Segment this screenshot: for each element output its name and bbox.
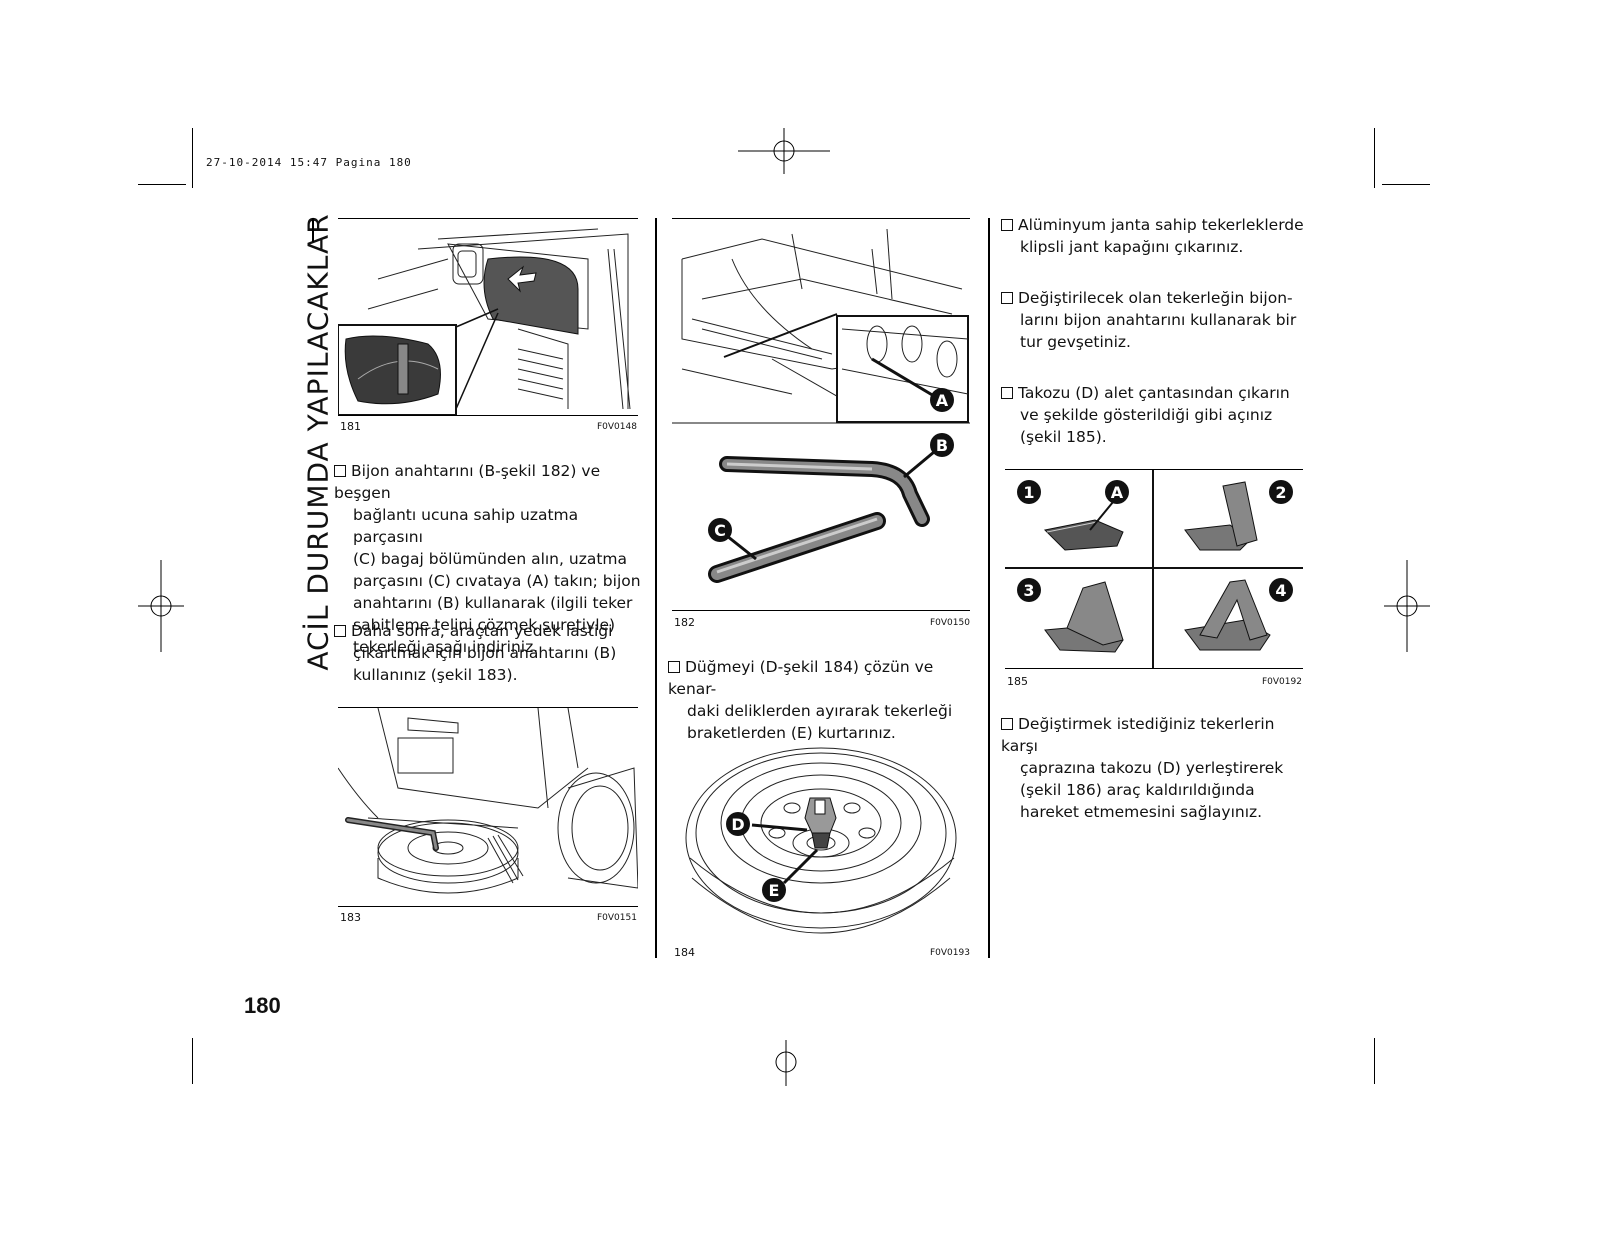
figure-code: F0V0150	[930, 618, 970, 628]
callout-label: 1	[1023, 483, 1034, 502]
figure-number: 185	[1007, 675, 1028, 688]
paragraph-line: tekerleği aşağı indiriniz.	[353, 638, 539, 656]
paragraph-line: (C) bagaj bölümünden alın, uzatma	[353, 550, 627, 568]
callout-label: 4	[1275, 581, 1286, 600]
figure-rule	[1005, 469, 1303, 470]
figure-number: 183	[340, 911, 361, 924]
figure-rule	[1005, 668, 1303, 669]
crop-mark	[1382, 184, 1430, 185]
callout-label: B	[936, 436, 948, 455]
bullet-icon	[1001, 387, 1013, 399]
paragraph-line: Alüminyum janta sahip tekerleklerde	[1018, 216, 1304, 234]
figure-185-illustration: 1 A 2 3 4	[1005, 470, 1303, 668]
instruction-paragraph: Takozu (D) alet çantasından çıkarın ve ş…	[1001, 382, 1311, 448]
figure-code: F0V0151	[597, 913, 637, 923]
figure-code: F0V0193	[930, 948, 970, 958]
instruction-paragraph: Bijon anahtarını (B-şekil 182) ve beşgen…	[334, 460, 649, 658]
paragraph-line: bağlantı ucuna sahip uzatma parçasını	[353, 506, 579, 546]
callout-label: 3	[1023, 581, 1034, 600]
figure-rule	[338, 707, 638, 708]
crop-mark	[192, 128, 193, 188]
paragraph-line: (şekil 185).	[1020, 428, 1107, 446]
paragraph-line: çaprazına takozu (D) yerleştirerek	[1020, 759, 1284, 777]
instruction-paragraph: Alüminyum janta sahip tekerleklerde klip…	[1001, 214, 1311, 258]
title-rule	[312, 218, 314, 242]
bullet-icon	[668, 661, 680, 673]
paragraph-line: çıkartmak için bijon anahtarını (B)	[353, 644, 617, 662]
bullet-icon	[1001, 718, 1013, 730]
figure-rule	[338, 906, 638, 907]
print-stamp: 27-10-2014 15:47 Pagina 180	[206, 156, 412, 169]
callout-label: 2	[1275, 483, 1286, 502]
registration-mark-bottom	[775, 1040, 797, 1086]
figure-rule	[338, 415, 638, 416]
paragraph-line: (şekil 186) araç kaldırıldığında	[1020, 781, 1255, 799]
callout-label: E	[769, 881, 780, 900]
instruction-paragraph: Değiştirmek istediğiniz tekerlerin karşı…	[1001, 713, 1311, 823]
paragraph-line: tur gevşetiniz.	[1020, 333, 1131, 351]
paragraph-line: klipsli jant kapağını çıkarınız.	[1020, 238, 1244, 256]
paragraph-line: braketlerden (E) kurtarınız.	[687, 724, 896, 742]
bullet-icon	[1001, 292, 1013, 304]
crop-mark	[1374, 128, 1375, 188]
paragraph-line: sabitleme telini çözmek suretiyle)	[353, 616, 616, 634]
figure-rule	[338, 218, 638, 219]
figure-rule	[672, 610, 970, 611]
figure-181-illustration	[338, 228, 631, 415]
bullet-icon	[334, 625, 346, 637]
figure-183-illustration	[338, 708, 638, 894]
paragraph-line: ve şekilde gösterildiği gibi açınız	[1020, 406, 1273, 424]
registration-mark-right	[1384, 560, 1430, 652]
paragraph-line: Değiştirilecek olan tekerleğin bijon-	[1018, 289, 1293, 307]
callout-label: D	[731, 815, 744, 834]
figure-184-illustration: D E	[685, 747, 957, 934]
paragraph-line: parçasını (C) cıvataya (A) takın; bijon	[353, 572, 641, 590]
paragraph-line: daki deliklerden ayırarak tekerleği	[687, 702, 953, 720]
paragraph-line: Takozu (D) alet çantasından çıkarın	[1018, 384, 1290, 402]
registration-mark-top	[738, 128, 830, 174]
bullet-icon	[1001, 219, 1013, 231]
instruction-paragraph: Değiştirilecek olan tekerleğin bijon- la…	[1001, 287, 1311, 353]
paragraph-line: larını bijon anahtarını kullanarak bir	[1020, 311, 1297, 329]
paragraph-line: Bijon anahtarını (B-şekil 182) ve beşgen	[334, 462, 601, 502]
bullet-icon	[334, 465, 346, 477]
crop-mark	[192, 1038, 193, 1084]
section-title-text: ACİL DURUMDA YAPILACAKLAR	[301, 213, 335, 671]
figure-number: 181	[340, 420, 361, 433]
paragraph-line: anahtarını (B) kullanarak (ilgili teker	[353, 594, 633, 612]
figure-number: 182	[674, 616, 695, 629]
paragraph-line: hareket etmemesini sağlayınız.	[1020, 803, 1263, 821]
column-divider	[655, 218, 657, 958]
page-number: 180	[244, 993, 281, 1018]
registration-mark-left	[138, 560, 184, 652]
instruction-paragraph: Daha sonra, araçtan yedek lastiği çıkart…	[334, 620, 649, 686]
crop-mark	[138, 184, 186, 185]
instruction-paragraph: Düğmeyi (D-şekil 184) çözün ve kenar- da…	[668, 656, 983, 744]
callout-label: C	[714, 521, 726, 540]
paragraph-line: Daha sonra, araçtan yedek lastiği	[351, 622, 613, 640]
figure-number: 184	[674, 946, 695, 959]
figure-code: F0V0148	[597, 422, 637, 432]
figure-rule	[672, 218, 970, 219]
figure-182-illustration: A B C	[672, 228, 970, 583]
paragraph-line: Değiştirmek istediğiniz tekerlerin karşı	[1001, 715, 1275, 755]
crop-mark	[1374, 1038, 1375, 1084]
callout-label: A	[936, 391, 949, 410]
column-divider	[988, 218, 990, 958]
callout-label: A	[1111, 483, 1124, 502]
paragraph-line: kullanınız (şekil 183).	[353, 666, 518, 684]
figure-code: F0V0192	[1262, 677, 1302, 687]
section-title: ACİL DURUMDA YAPILACAKLAR	[302, 213, 335, 670]
paragraph-line: Düğmeyi (D-şekil 184) çözün ve kenar-	[668, 658, 934, 698]
